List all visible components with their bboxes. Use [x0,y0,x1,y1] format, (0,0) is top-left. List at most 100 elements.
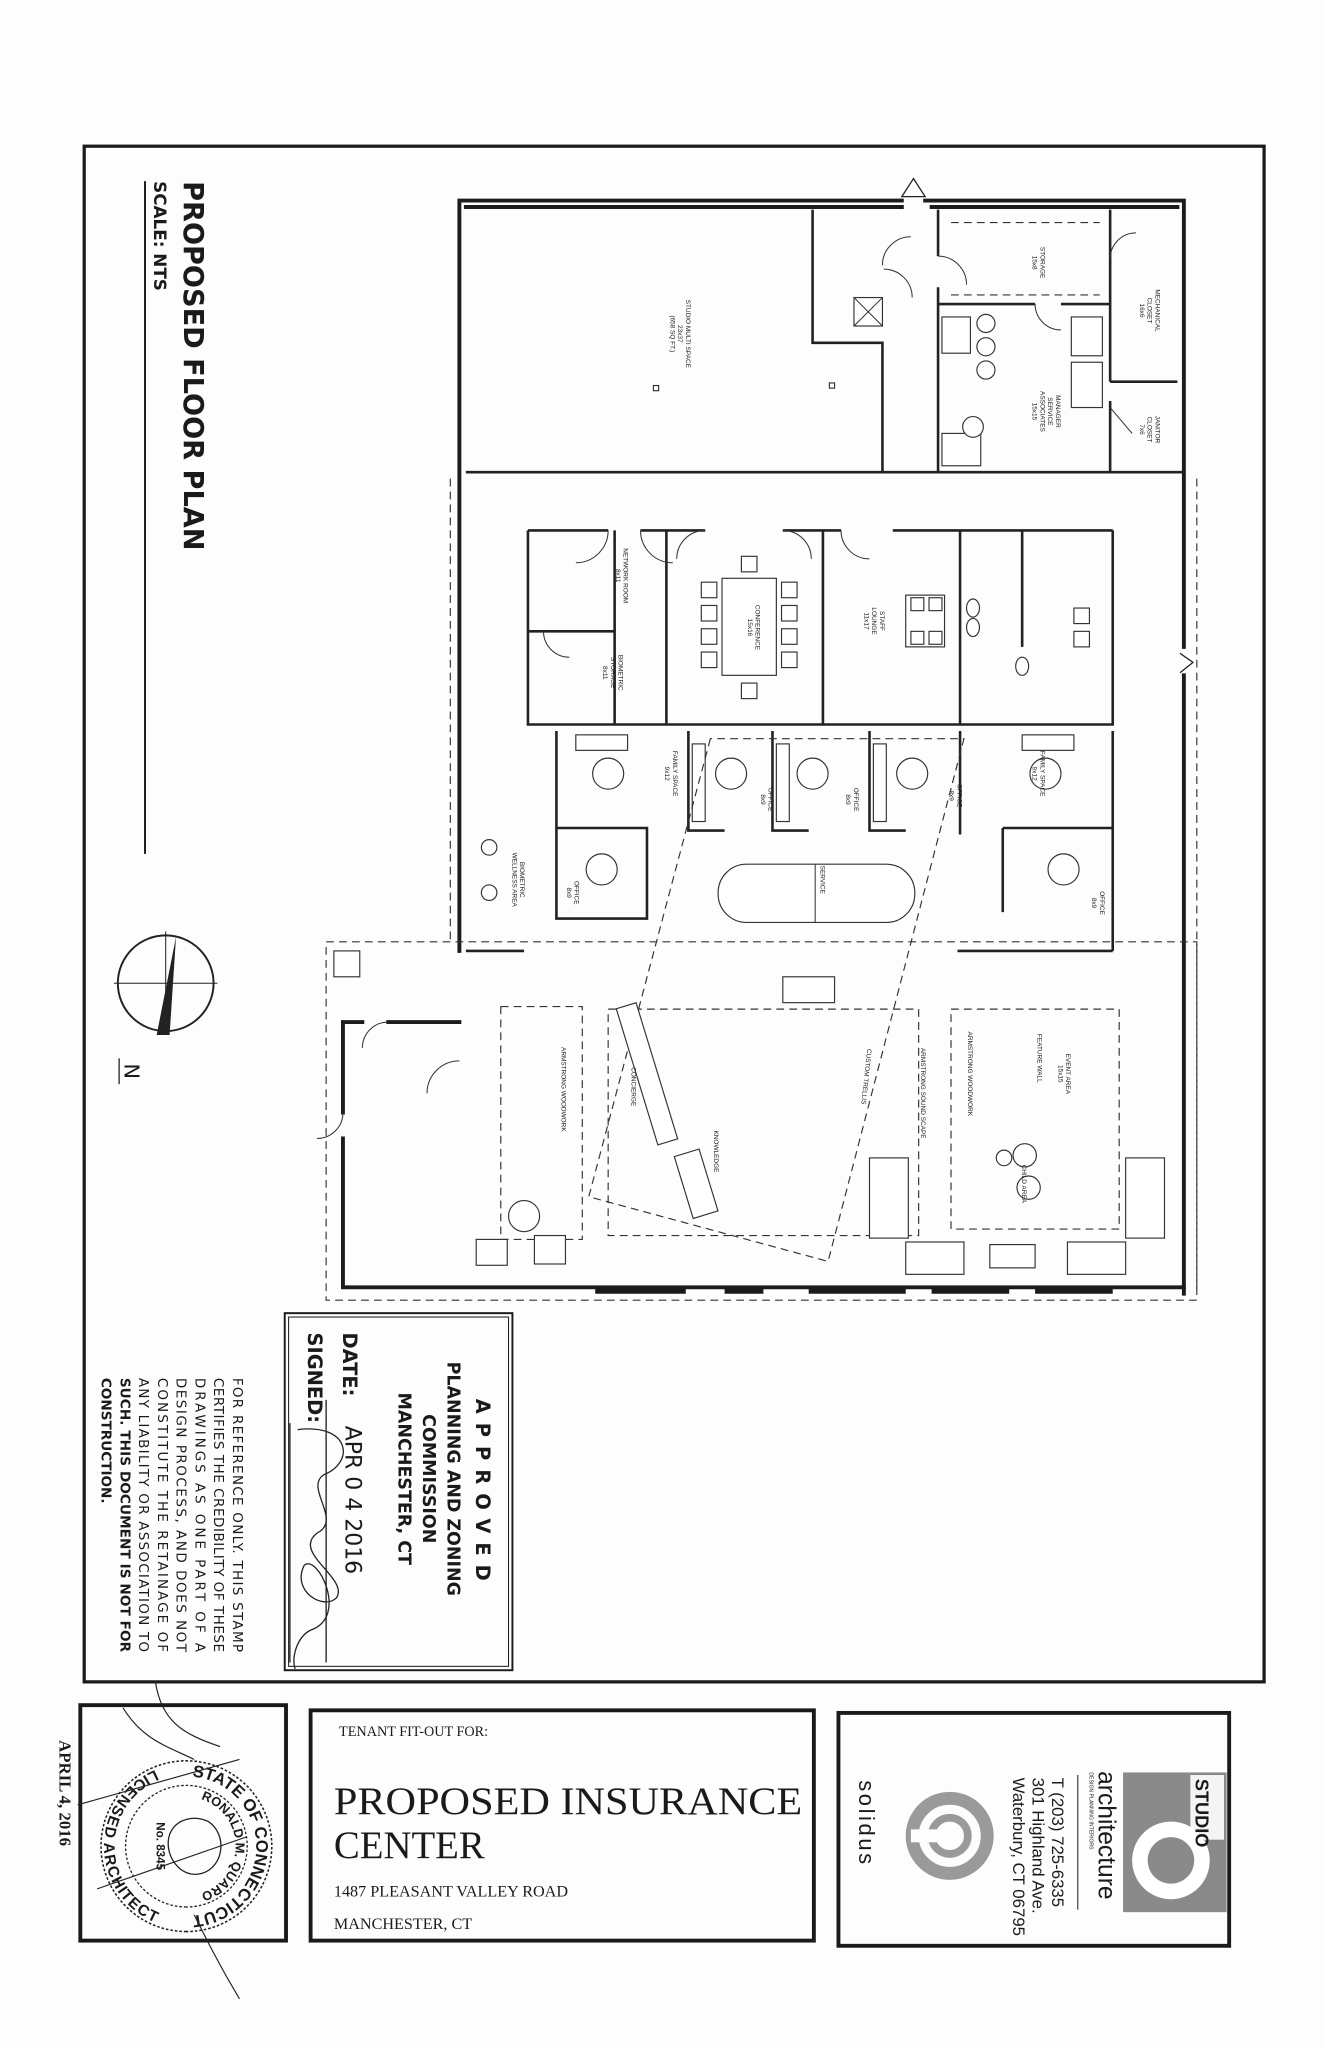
conference-table [700,555,798,700]
label-biometric-wellness: BIOMETRICWELLNESS AREA [510,853,525,908]
label-office: OFFICE8x9 [1090,891,1105,915]
firm-city: Waterbury, CT 06795 [1009,1778,1028,1936]
room-labels: STUDIO MULTI SPACE23x37(658 SQ FT.) STOR… [510,247,1160,1204]
cubicle-walls [555,730,1115,951]
disclaimer-line: CONSTRUCTION. [98,1378,114,1504]
front-counter [782,976,836,1004]
firm-block: STUDIO architecture DESIGN PLANNING INTE… [836,1710,1232,1948]
firm-street: 301 Highland Ave. [1029,1778,1048,1914]
manager-furniture [941,313,1103,467]
approval-stamp: APPROVED PLANNING AND ZONING COMMISSION … [283,1312,514,1672]
stamp-line-1: PLANNING AND ZONING [443,1362,463,1596]
firm-tagline: DESIGN PLANNING INTERIORS [1087,1772,1093,1850]
label-office: OFFICE8x9 [759,788,774,812]
stamp-heading: APPROVED [471,1399,494,1590]
label-office: OFFICE8x9 [565,881,580,905]
sheet-border [82,144,1266,1684]
solidus-logo [905,1791,994,1880]
svg-text:STUDIO: STUDIO [1192,1779,1212,1847]
stamp-signed-label: SIGNED: [303,1333,326,1423]
janitor-sink-icon [853,296,884,327]
label-staff-lounge: STAFFLOUNGE11x17 [862,607,885,635]
interior-walls-middle [526,529,1115,726]
stamp-date-label: DATE: [338,1333,361,1397]
label-office: OFFICE8x9 [948,784,963,808]
north-label: N [119,1063,143,1078]
label-knowledge: KNOWLEDGE [712,1130,719,1173]
seal-signature [77,1681,247,2000]
service-desk [717,863,916,924]
drawing-title: PROPOSED FLOOR PLAN [177,181,208,550]
label-biometric-storage: BIOMETRICSTORAGE8x11 [601,655,624,691]
label-conference: CONFERENCE15x16 [746,605,761,651]
project-address: 1487 PLEASANT VALLEY ROAD [334,1884,568,1901]
svg-text:STATE OF CONNECTICUT: STATE OF CONNECTICUT [191,1762,271,1931]
disclaimer-line: SUCH. THIS DOCUMENT IS NOT FOR [116,1378,132,1653]
project-city: MANCHESTER, CT [334,1916,472,1933]
label-mechanical-closet: MECHANICALCLOSET16x6 [1138,289,1161,332]
architect-seal: STATE OF CONNECTICUT LICENSED ARCHITECT … [99,1760,273,1933]
event-area-zone [950,1008,1120,1230]
signature [293,1428,344,1670]
disclaimer-line: CONSTITUTE THE RETAINAGE OF [154,1378,170,1652]
doors-middle [542,529,870,658]
storage-shelving [951,221,1100,296]
entry-arrow-icon [900,177,927,198]
restroom-fixtures [965,598,1091,676]
knowledge-table [673,1148,719,1220]
disclaimer-line: DRAWINGS AS ONE PART OF A [191,1378,207,1653]
handwritten-date: APRIL 4, 2016 [56,1740,75,1846]
knowledge-zone [607,1008,920,1237]
partner-name: solidus [854,1780,879,1867]
interior-walls-back [465,209,1184,474]
project-name-line-1: PROPOSED INSURANCE [334,1780,802,1823]
firm-name: architecture [1092,1771,1119,1899]
tenant-fitout-label: TENANT FIT-OUT FOR: [339,1724,488,1740]
label-armstrong-woodwork: ARMSTRONG WOODWORK [560,1047,567,1132]
stamp-line-3: MANCHESTER, CT [394,1393,414,1565]
doors-back [881,232,1137,434]
disclaimer-line: ANY LIABILITY OR ASSOCIATION TO [135,1378,151,1652]
vestibule-walls [341,1020,1186,1290]
label-family-space-left: FAMILY SPACE9x12 [663,751,678,797]
drawing-scale: SCALE: NTS [150,181,170,291]
exterior-walls [457,198,1186,1296]
label-family-space-right: FAMILY SPACE9x12 [1031,751,1046,797]
label-concierge: CONCIERGE [629,1067,636,1107]
label-storage: STORAGE15x8 [1031,247,1046,279]
lounge-seating [333,950,1166,1275]
disclaimer: FOR REFERENCE ONLY. THIS STAMP CERTIFIES… [98,1378,245,1653]
label-studio-multi-space: STUDIO MULTI SPACE23x37(658 SQ FT.) [668,300,691,369]
label-event-area: EVENT AREA15x15 [1056,1054,1071,1095]
concierge-desk [615,1002,679,1146]
studio-outlet [828,382,836,389]
side-door-icon [1179,652,1195,674]
label-child-area: CHILD AREA [1020,1165,1027,1204]
firm-phone: T (203) 725-6335 [1048,1778,1067,1908]
label-network-room: NETWORK ROOM8x11 [614,548,629,603]
floor-plan: STUDIO MULTI SPACE23x37(658 SQ FT.) STOR… [317,177,1198,1301]
label-office: OFFICE8x9 [844,788,859,812]
stamp-line-2: COMMISSION [418,1414,438,1543]
lounge-table [905,594,946,648]
studio-logo: STUDIO [1123,1772,1227,1913]
project-name-line-2: CENTER [334,1824,485,1867]
label-feature-wall: FEATURE WALL [1036,1034,1043,1083]
label-service: SERVICE [818,866,825,895]
office-furniture [480,734,1080,902]
project-title-block: TENANT FIT-OUT FOR: PROPOSED INSURANCE C… [308,1708,816,1943]
label-manager-service: MANAGERSERVICEASSOCIATES15x15 [1031,391,1061,432]
vestibule-doors [317,1021,460,1140]
label-armstrong-woodwork: ARMSTRONG WOODWORK [966,1032,973,1117]
architect-seal-block: STATE OF CONNECTICUT LICENSED ARCHITECT … [56,1681,288,2000]
disclaimer-line: FOR REFERENCE ONLY. THIS STAMP [229,1378,245,1652]
svg-text:No. 8345: No. 8345 [154,1822,167,1870]
public-area-outline [325,941,1198,1301]
label-armstrong-sound-scape: ARMSTRONG SOUND SCAPE [919,1048,926,1139]
label-custom-trellis: CUSTOM TRELLIS [859,1048,872,1105]
disclaimer-line: DESIGN PROCESS, AND DOES NOT [173,1378,189,1653]
disclaimer-line: CERTIFIES THE CREDIBILITY OF THESE [210,1378,226,1652]
north-arrow-icon: N [113,931,218,1085]
studio-outlet [652,384,660,392]
